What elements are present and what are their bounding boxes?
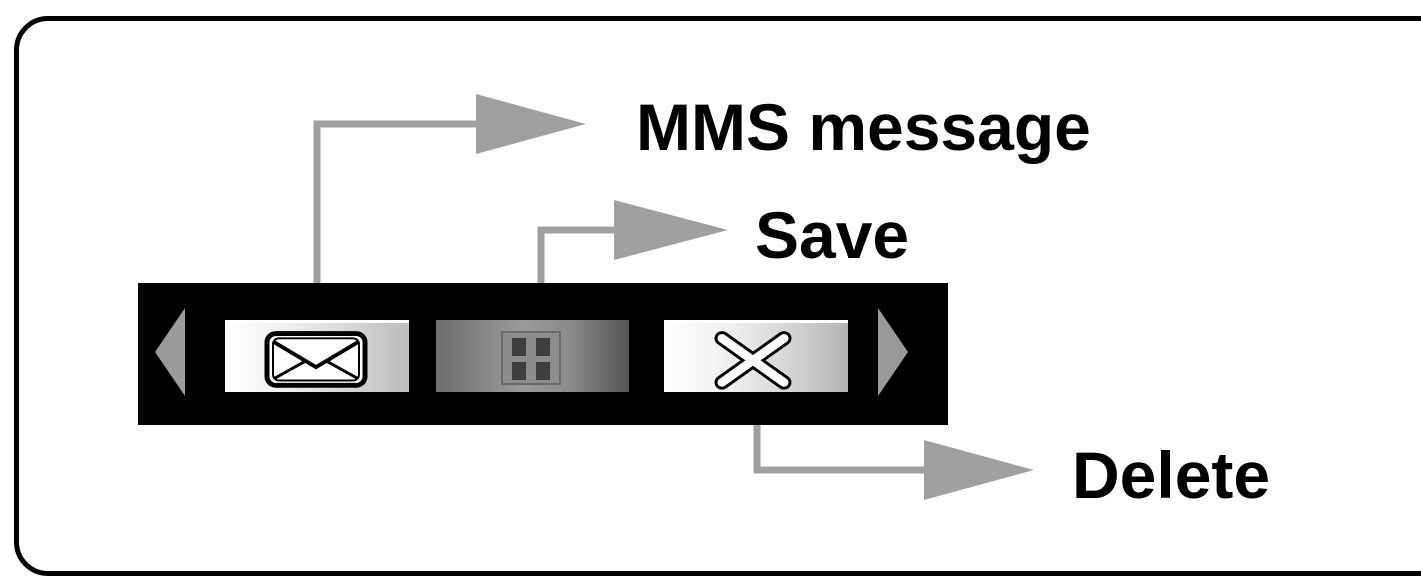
save-label: Save [755, 198, 910, 272]
x-icon [714, 331, 792, 390]
save-icon [501, 331, 561, 385]
chevron-left-icon[interactable] [155, 308, 185, 396]
chevron-right-icon[interactable] [878, 308, 908, 396]
mms-connector [313, 94, 586, 283]
save-connector [537, 200, 728, 283]
delete-connector [753, 425, 1034, 500]
delete-label: Delete [1072, 438, 1271, 512]
mms-message-button[interactable] [225, 320, 409, 392]
save-button[interactable] [436, 320, 629, 392]
callout-connectors [313, 94, 1034, 500]
mms-message-label: MMS message [636, 90, 1091, 164]
envelope-icon [264, 331, 368, 388]
delete-button[interactable] [664, 320, 848, 392]
